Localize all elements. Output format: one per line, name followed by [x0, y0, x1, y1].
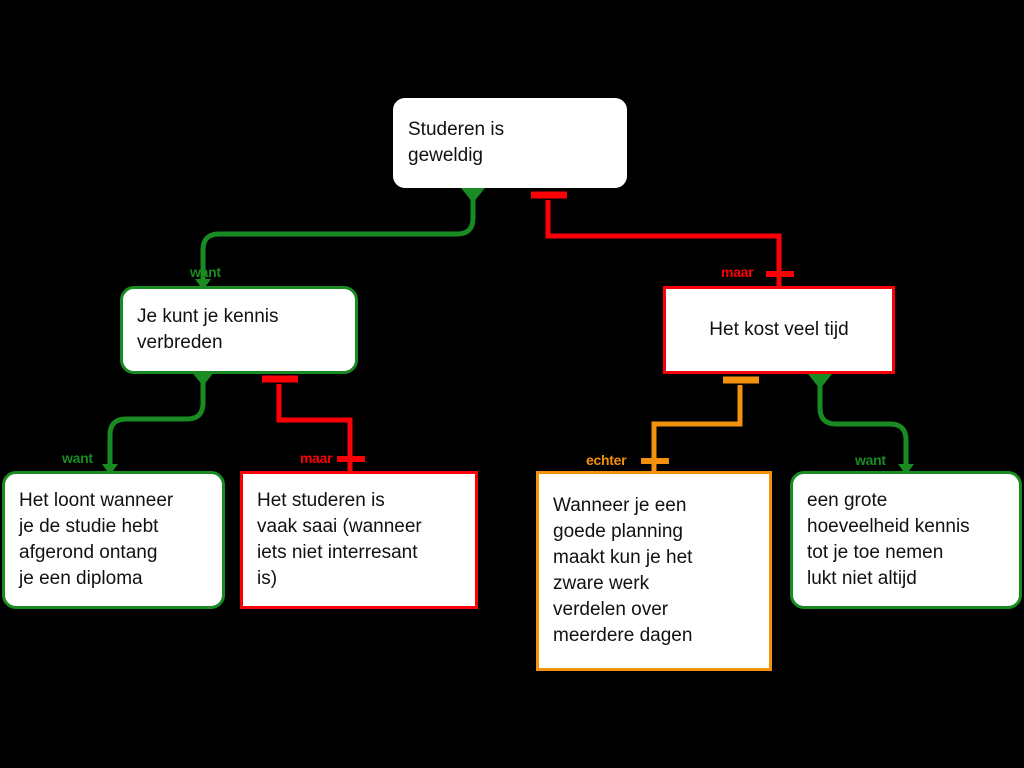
edge-label-want-tijd: want [855, 452, 886, 468]
node-kennis[interactable]: Je kunt je kennis verbreden [120, 286, 358, 374]
node-diploma[interactable]: Het loont wanneer je de studie hebt afge… [2, 471, 225, 609]
edge-label-want-root: want [190, 264, 221, 280]
edge-label-maar-root: maar [721, 264, 754, 280]
node-diploma-text: Het loont wanneer je de studie hebt afge… [19, 490, 174, 589]
node-tijd[interactable]: Het kost veel tijd [663, 286, 895, 374]
connector-saai-to-kennis [262, 375, 365, 471]
node-saai-text: Het studeren is vaak saai (wanneer iets … [257, 490, 422, 589]
node-root-text: Studeren is geweldig [408, 119, 505, 166]
connector-tijd-to-root [531, 191, 794, 286]
connector-kennis-to-root [195, 188, 485, 290]
node-kennis-text: Je kunt je kennis verbreden [137, 306, 279, 353]
node-planning[interactable]: Wanneer je een goede planning maakt kun … [536, 471, 772, 671]
node-hoeveelheid-text: een grote hoeveelheid kennis tot je toe … [807, 490, 970, 589]
connector-planning-to-tijd [641, 376, 759, 471]
connector-diploma-to-kennis [102, 371, 215, 475]
node-hoeveelheid[interactable]: een grote hoeveelheid kennis tot je toe … [790, 471, 1022, 609]
node-root[interactable]: Studeren is geweldig [393, 98, 627, 188]
node-saai[interactable]: Het studeren is vaak saai (wanneer iets … [240, 471, 478, 609]
node-tijd-text: Het kost veel tijd [709, 319, 849, 340]
node-planning-text: Wanneer je een goede planning maakt kun … [553, 495, 693, 646]
connector-hoeveelheid-to-tijd [808, 374, 914, 475]
edge-label-want-kennis: want [62, 450, 93, 466]
edge-label-echter-tijd: echter [586, 452, 627, 468]
edge-label-maar-kennis: maar [300, 450, 333, 466]
